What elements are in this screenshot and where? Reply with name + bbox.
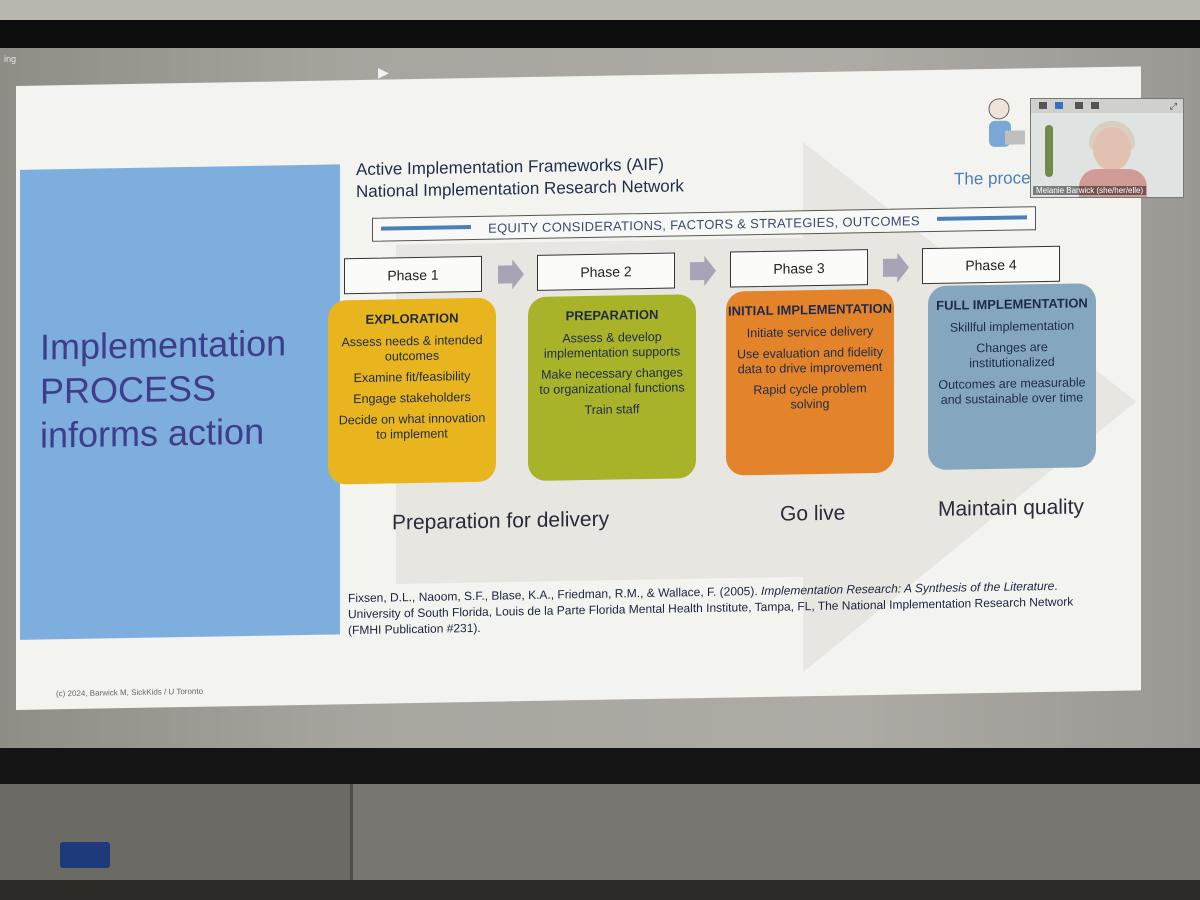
room-floor [0,880,1200,900]
slide-left-title: Implementation PROCESS informs action [40,322,287,456]
phase-box-1: Phase 1 [344,255,482,295]
phase-box-4: Phase 4 [922,245,1060,285]
view-toggle-icon[interactable] [1055,102,1063,109]
arrow-right-icon [937,215,1027,221]
arrow-left-icon [381,225,471,231]
video-toolbar: ⤢ [1031,99,1183,113]
card-initial-implementation: INITIAL IMPLEMENTATION Initiate service … [726,288,894,476]
presentation-slide: Implementation PROCESS informs action Ac… [16,66,1141,711]
layout-icon[interactable] [1075,102,1083,109]
video-thumbnail[interactable]: ⤢ Melanie Barwick (she/her/elle) [1030,98,1184,198]
mouse-cursor-icon: ▶ [378,64,389,80]
illustration-icon [988,98,1025,147]
participant-name: Melanie Barwick (she/her/elle) [1033,186,1147,195]
room-ceiling [0,0,1200,22]
slide-header-line-2: National Implementation Research Network [356,176,684,202]
stage-label-maintain: Maintain quality [938,495,1084,521]
person-body [1079,169,1147,197]
phase-box-2: Phase 2 [537,252,675,291]
wall-sign [60,842,110,868]
stage-label-preparation: Preparation for delivery [392,507,610,535]
card-preparation: PREPARATION Assess & develop implementat… [528,294,696,482]
card-exploration: EXPLORATION Assess needs & intended outc… [328,297,496,485]
screen-corner-label: ing [4,54,17,64]
slide-header-line-1: Active Implementation Frameworks (AIF) [356,154,664,180]
card-full-implementation: FULL IMPLEMENTATION Skillful implementat… [928,283,1096,471]
screen-bottom-frame [0,748,1200,784]
plant-decoration [1045,125,1053,177]
copyright-text: (c) 2024, Barwick M, SickKids / U Toront… [56,686,204,699]
phase-box-3: Phase 3 [730,249,868,288]
minimize-icon[interactable] [1039,102,1047,109]
stage-label-go-live: Go live [780,501,846,526]
wall-panel [350,784,1200,880]
expand-icon[interactable]: ⤢ [1169,101,1177,111]
grid-icon[interactable] [1091,102,1099,109]
citation-text: Fixsen, D.L., Naoom, S.F., Blase, K.A., … [348,578,1074,638]
person-head [1093,127,1131,171]
equity-banner: EQUITY CONSIDERATIONS, FACTORS & STRATEG… [372,206,1036,242]
slide-partial-heading: The proce [954,168,1031,189]
